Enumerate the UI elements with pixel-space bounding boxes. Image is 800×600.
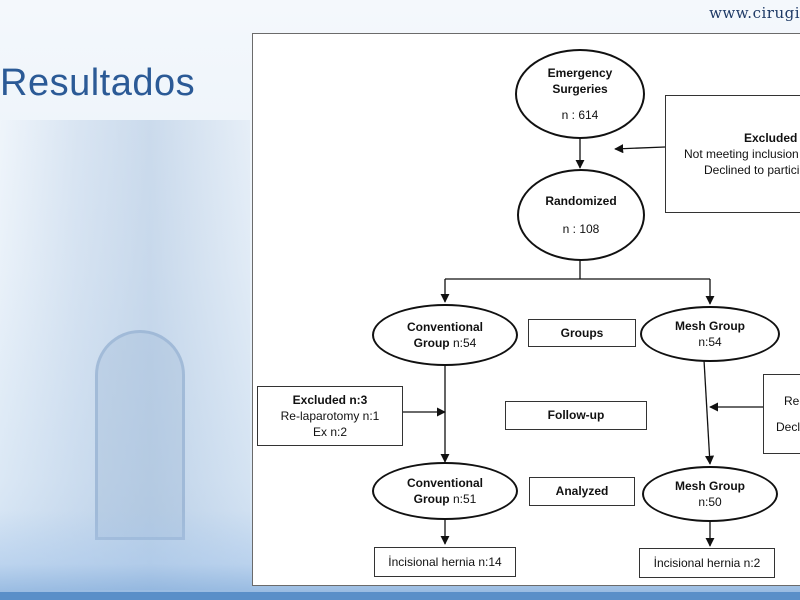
node-conventional-group: Conventional Group n:54 [372,304,518,366]
emergency-count: n : 614 [561,108,599,123]
background-door [95,330,185,540]
excluded-top-line2: Declined to particip [704,163,800,178]
hernia-right-text: İncisional hernia n:2 [653,555,761,570]
arrow-mesh-down [703,359,715,465]
node-conventional-analyzed: Conventional Group n:51 [372,462,518,520]
node-excluded-right: Re- Decli [763,374,800,454]
conv-analyzed-line1: Conventional [406,475,483,490]
excluded-top-line1: Not meeting inclusion [684,146,799,161]
conv-analyzed-line2-bold: Group [413,492,450,506]
node-hernia-left: İncisional hernia n:14 [374,547,516,577]
conv-group-count: n:54 [449,336,477,350]
analyzed-text: Analyzed [555,484,609,499]
node-randomized: Randomized n : 108 [517,169,645,261]
conv-group-line1: Conventional [406,319,483,334]
arrow-excluded-top [614,144,666,154]
groups-text: Groups [560,325,604,340]
excluded-left-line1: Re-laparotomy n:1 [280,408,380,423]
excluded-right-line2: Decli [776,420,800,434]
mesh-analyzed-count: n:50 [698,495,722,509]
bottom-bar [0,592,800,600]
flowchart-connectors [403,138,763,547]
flowchart-panel: Emergency Surgeries n : 614 Excluded n: … [252,33,800,586]
emergency-line1: Emergency [547,65,613,80]
node-emergency-surgeries: Emergency Surgeries n : 614 [515,49,645,139]
site-url: www.cirugi [709,4,800,22]
excluded-left-line2: Ex n:2 [312,425,348,440]
followup-text: Follow-up [547,408,605,423]
randomized-count: n : 108 [562,222,600,236]
excluded-top-title: Excluded n: [744,130,800,145]
label-groups: Groups [528,319,636,347]
label-follow-up: Follow-up [505,401,647,430]
hernia-left-text: İncisional hernia n:14 [388,554,502,569]
mesh-group-count: n:54 [698,335,722,349]
mesh-analyzed-title: Mesh Group [674,478,745,493]
node-hernia-right: İncisional hernia n:2 [639,548,775,578]
slide-title: Resultados [0,62,196,104]
mesh-group-title: Mesh Group [674,318,745,333]
conv-analyzed-count: n:51 [449,492,477,506]
label-analyzed: Analyzed [529,477,635,506]
emergency-line2: Surgeries [552,81,608,96]
excluded-left-title: Excluded n:3 [292,392,368,407]
node-excluded-top: Excluded n: Not meeting inclusion Declin… [665,95,800,213]
node-mesh-analyzed: Mesh Group n:50 [642,466,778,522]
node-excluded-left: Excluded n:3 Re-laparotomy n:1 Ex n:2 [257,386,403,446]
conv-group-line2-bold: Group [413,336,450,350]
excluded-right-line1: Re- [784,393,800,408]
node-mesh-group: Mesh Group n:54 [640,306,780,362]
randomized-title: Randomized [545,193,617,208]
